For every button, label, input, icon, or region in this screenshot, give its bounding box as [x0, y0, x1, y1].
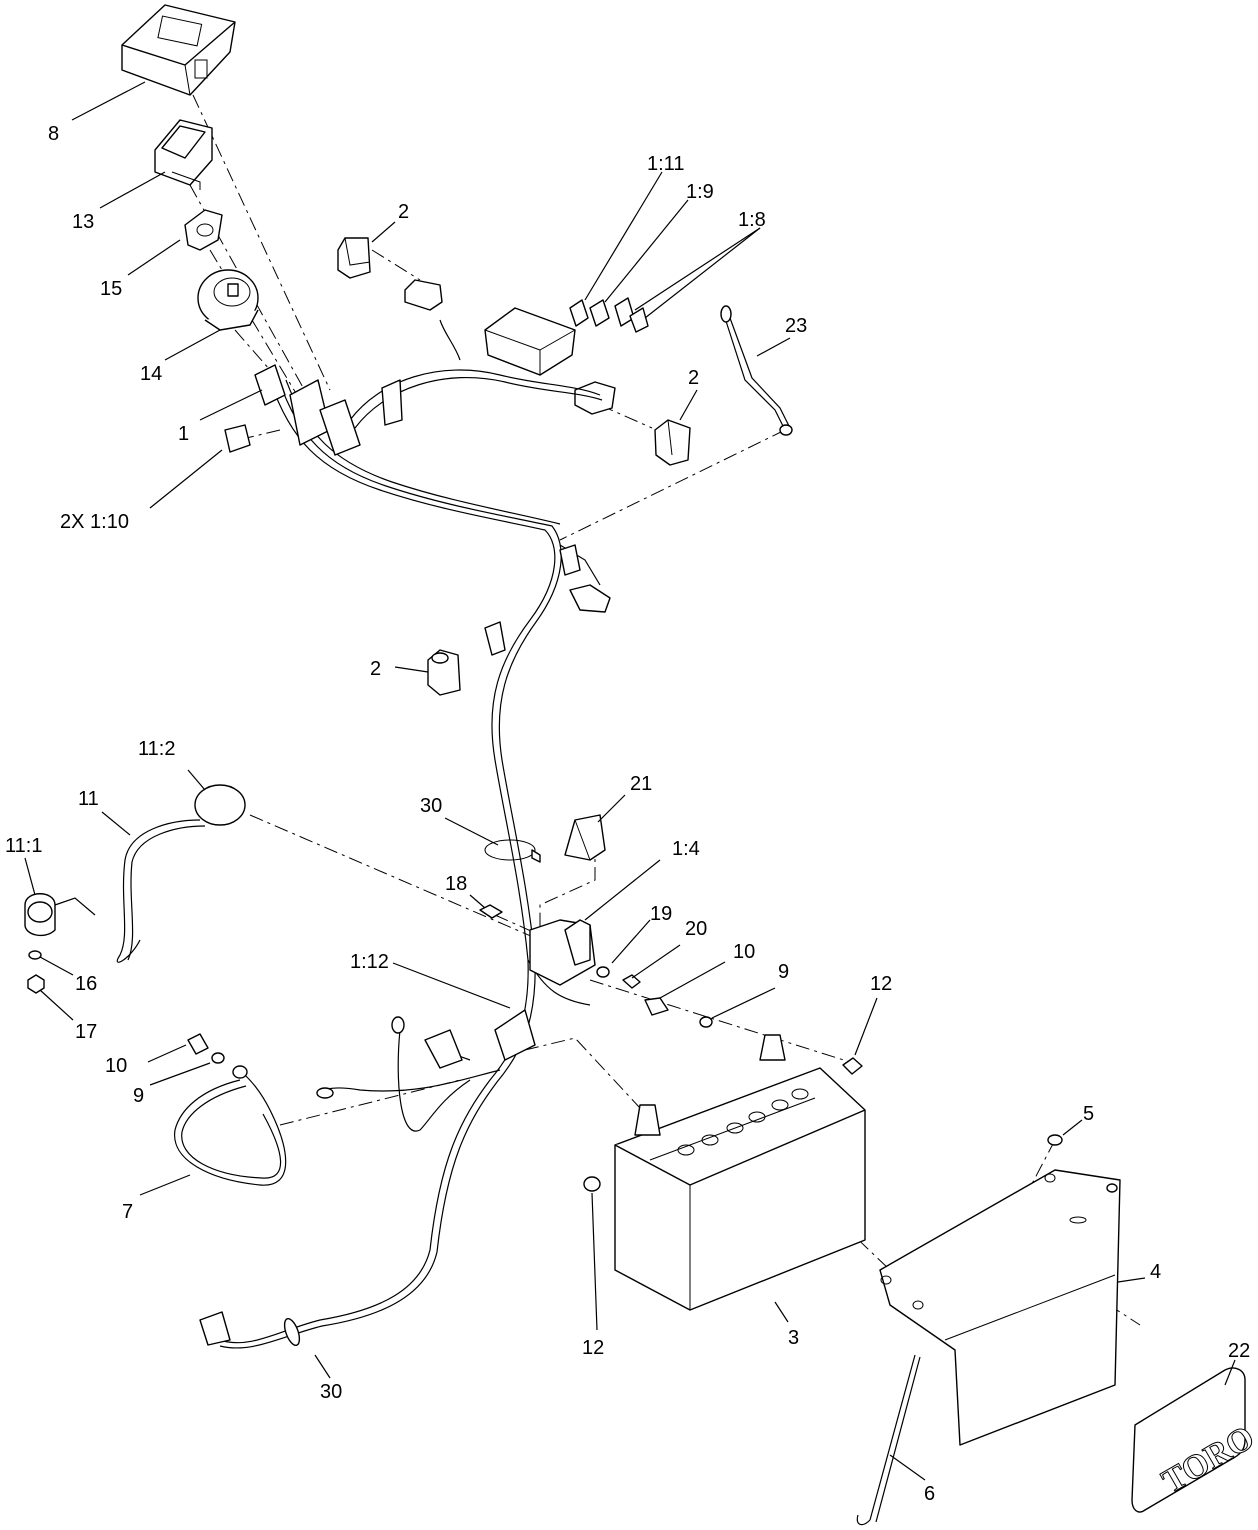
battery	[583, 1034, 866, 1311]
battery-cable-7	[174, 1033, 287, 1186]
fuse-block	[484, 307, 576, 376]
callout-9-right: 9	[778, 961, 789, 983]
callout-2x-1-10: 2X 1:10	[60, 511, 129, 533]
leader-lines	[24, 81, 1236, 1481]
callout-30-lower: 30	[320, 1381, 342, 1403]
ground-cable	[720, 305, 793, 436]
callout-17: 17	[75, 1021, 97, 1043]
callout-2-top: 2	[398, 201, 409, 223]
battery-cable-11	[24, 784, 246, 994]
callout-12-right: 12	[870, 973, 892, 995]
callout-2-middle: 2	[370, 658, 381, 680]
callout-11-1: 11:1	[5, 835, 42, 857]
callout-4: 4	[1150, 1261, 1161, 1283]
bolt-18	[479, 904, 503, 919]
ignition-key	[184, 209, 223, 251]
callout-1-4: 1:4	[672, 838, 700, 860]
callout-12-lower: 12	[582, 1337, 604, 1359]
wire-harness	[199, 319, 611, 1349]
connector-top	[404, 279, 443, 311]
callout-1-11: 1:11	[647, 153, 684, 175]
callout-3: 3	[788, 1327, 799, 1349]
relay-right	[654, 419, 691, 466]
callout-21: 21	[630, 773, 652, 795]
callout-19: 19	[650, 903, 672, 925]
callout-1-12: 1:12	[350, 951, 389, 973]
callout-1-8: 1:8	[738, 209, 766, 231]
callout-11-2: 11:2	[138, 738, 175, 760]
fuses	[569, 297, 649, 333]
callout-11: 11	[78, 788, 99, 810]
hardware-right	[596, 966, 863, 1075]
battery-bracket	[879, 1134, 1121, 1446]
callout-22: 22	[1228, 1340, 1250, 1362]
callout-13: 13	[72, 211, 94, 233]
hold-down-rod	[856, 1354, 921, 1526]
callout-16: 16	[75, 973, 97, 995]
callout-10-right: 10	[733, 941, 755, 963]
cable-tie-upper	[484, 839, 541, 863]
rocker-switch	[154, 119, 213, 190]
callout-15: 15	[100, 278, 122, 300]
callout-10-left: 10	[105, 1055, 127, 1077]
relay-21	[564, 814, 606, 861]
toro-decal: TORO	[1131, 1367, 1258, 1513]
relay-top	[337, 237, 371, 279]
callout-2-right: 2	[688, 367, 699, 389]
hour-meter-display	[121, 4, 236, 96]
callout-labels: 8 13 15 14 1 2X 1:10 2 1:11 1:9 1:8 23 2…	[5, 123, 1250, 1505]
callout-20: 20	[685, 918, 707, 940]
callout-1-9: 1:9	[686, 181, 714, 203]
callout-6: 6	[924, 1483, 935, 1505]
callout-5: 5	[1083, 1103, 1094, 1125]
relay-middle	[427, 649, 461, 696]
fuse-holder	[564, 919, 591, 966]
ignition-switch	[197, 269, 259, 331]
callout-30-upper: 30	[420, 795, 442, 817]
callout-18: 18	[445, 873, 467, 895]
callout-8: 8	[48, 123, 59, 145]
callout-1: 1	[178, 423, 189, 445]
callout-14: 14	[140, 363, 162, 385]
callout-7: 7	[122, 1201, 133, 1223]
callout-9-left: 9	[133, 1085, 144, 1107]
callout-23: 23	[785, 315, 807, 337]
